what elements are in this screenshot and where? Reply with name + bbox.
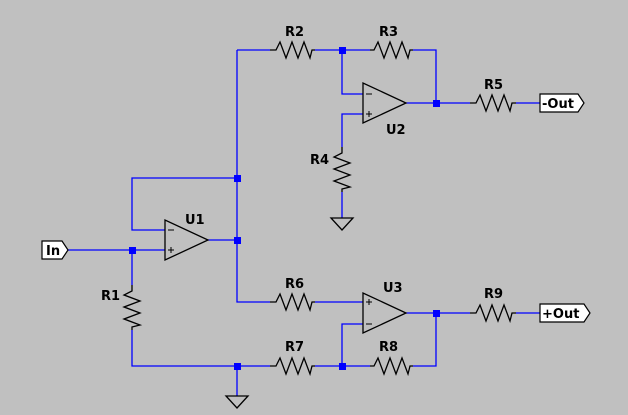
- wire-r1-bottom: [131, 330, 270, 367]
- resistor-r1-symbol: [122, 285, 143, 330]
- port-negative-output-flag: [539, 93, 585, 113]
- label-r1: R1: [101, 289, 120, 304]
- resistor-r3-symbol: [370, 40, 413, 61]
- junction-dot: [433, 310, 440, 317]
- port-in-label: In: [46, 244, 60, 259]
- wire-r8-out: [413, 313, 437, 367]
- port-in-flag: [41, 240, 69, 260]
- label-r8: R8: [379, 340, 398, 355]
- junction-dot: [339, 47, 346, 54]
- resistor-r9-symbol: [470, 303, 516, 324]
- opamp-u1-body: [164, 218, 210, 262]
- port-negative-output: -Out: [539, 93, 585, 113]
- junction-dot: [234, 175, 241, 182]
- wire-vertical-bus: [236, 50, 270, 303]
- wire-u2-noninv: [341, 113, 363, 147]
- wire-u1-feedback: [131, 177, 237, 231]
- opamp-u3-body: [362, 291, 408, 335]
- port-in: In: [41, 240, 69, 260]
- wire-u3-inv: [341, 323, 363, 366]
- opamp-u2: [362, 81, 408, 125]
- label-r5: R5: [484, 78, 503, 93]
- wire-u2-inv: [341, 50, 363, 95]
- port-positive-output-label: +Out: [542, 307, 579, 322]
- reference-labels: R2 R3 R5 R4 R1 R6 R7 R8 R9 U1 U2 U3: [101, 25, 503, 355]
- opamp-u1: [164, 218, 210, 262]
- resistor-symbols: [122, 40, 516, 377]
- resistor-r2-symbol: [270, 40, 315, 61]
- junction-dot: [433, 100, 440, 107]
- opamp-u3: [362, 291, 408, 335]
- label-r4: R4: [310, 153, 329, 168]
- label-r3: R3: [379, 25, 398, 40]
- port-positive-output: +Out: [539, 303, 591, 323]
- port-positive-output-flag: [539, 303, 591, 323]
- label-r2: R2: [285, 25, 304, 40]
- resistor-r4-symbol: [332, 147, 353, 192]
- label-r7: R7: [285, 340, 304, 355]
- label-r9: R9: [484, 287, 503, 302]
- label-u3: U3: [383, 281, 403, 296]
- port-negative-output-label: -Out: [542, 97, 574, 112]
- opamp-symbols: [164, 81, 408, 335]
- junction-dot: [339, 363, 346, 370]
- junctions: [129, 47, 440, 370]
- wires: [68, 49, 540, 396]
- resistor-r8-symbol: [370, 356, 413, 377]
- ground-icon: [224, 395, 250, 409]
- wire-r3-out: [413, 49, 437, 103]
- resistor-r5-symbol: [470, 93, 516, 114]
- label-u2: U2: [386, 123, 406, 138]
- resistor-r6-symbol: [270, 292, 315, 313]
- resistor-r7-symbol: [270, 356, 315, 377]
- label-u1: U1: [185, 213, 205, 228]
- junction-dot: [234, 237, 241, 244]
- junction-dot: [129, 247, 136, 254]
- ground-symbols: [224, 217, 355, 409]
- opamp-u2-body: [362, 81, 408, 125]
- label-r6: R6: [285, 277, 304, 292]
- ground-icon: [329, 217, 355, 231]
- junction-dot: [234, 363, 241, 370]
